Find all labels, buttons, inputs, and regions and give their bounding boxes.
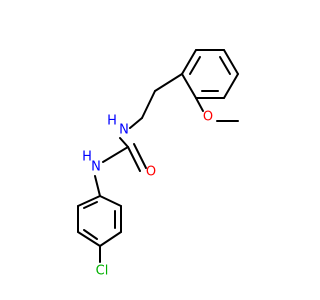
bond-double-inner bbox=[219, 56, 231, 75]
bond bbox=[77, 195, 101, 207]
chlorine-label: Cl bbox=[96, 264, 109, 279]
hydrogen-label-top: H bbox=[107, 114, 117, 129]
bond bbox=[223, 73, 239, 99]
chlorophenyl-ring bbox=[77, 195, 122, 247]
bond-ring-o bbox=[195, 97, 204, 112]
oxygen-label-methoxy: O bbox=[203, 110, 213, 125]
bond-c-o-1 bbox=[127, 146, 141, 172]
bond bbox=[223, 49, 239, 75]
nitrogen-label-top: N bbox=[119, 123, 129, 138]
bond-ch2-n bbox=[129, 117, 143, 129]
hydrogen-label-bottom: H bbox=[82, 150, 92, 165]
bond bbox=[99, 195, 122, 207]
bond-c-o-2 bbox=[133, 143, 147, 169]
bond bbox=[99, 231, 122, 247]
bond bbox=[181, 73, 197, 99]
bond bbox=[181, 49, 197, 75]
bond-n-carbonyl bbox=[119, 137, 129, 148]
nitrogen-label-bottom: N bbox=[91, 160, 101, 175]
methoxyphenyl-ring bbox=[181, 49, 239, 99]
bond-double-inner bbox=[189, 56, 201, 75]
structure-drawing: N H N H O O Cl bbox=[77, 49, 239, 279]
bond-ring-ch2 bbox=[154, 73, 183, 92]
bond-double-inner bbox=[83, 229, 98, 240]
bond-ch2-ch2 bbox=[141, 90, 156, 119]
bond-double-inner bbox=[83, 201, 98, 209]
bond bbox=[77, 231, 101, 247]
oxygen-label-carbonyl: O bbox=[146, 165, 156, 180]
molecule-diagram: N H N H O O Cl bbox=[77, 49, 239, 279]
bond-carbonyl-n bbox=[102, 146, 129, 163]
bond-n-ring bbox=[94, 175, 101, 197]
